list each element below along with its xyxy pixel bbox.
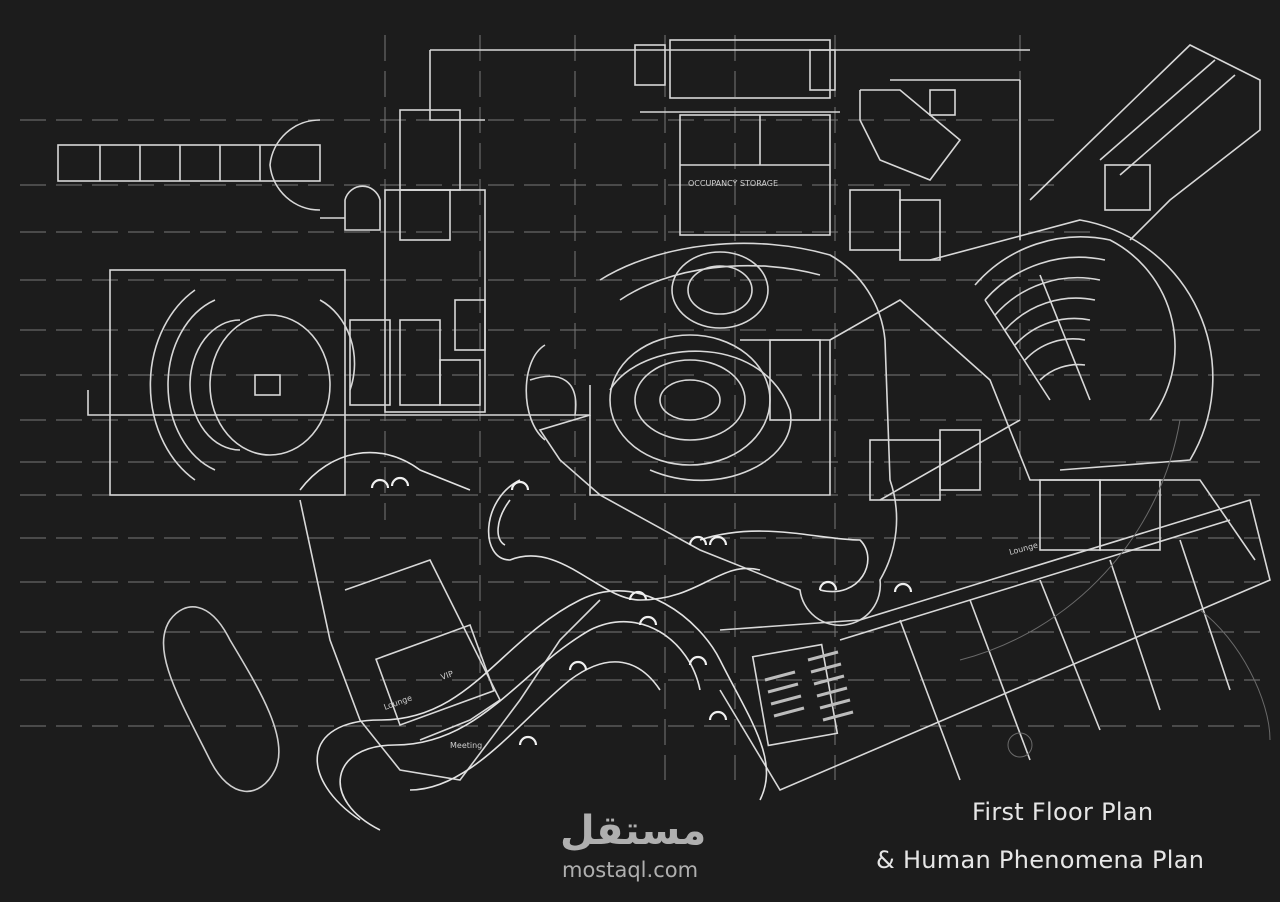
- grid-lines: [20, 35, 1260, 780]
- outer-arc-right: [1199, 609, 1271, 741]
- plan-title-line-1: First Floor Plan: [972, 798, 1154, 826]
- watermark-latin: mostaql.com: [562, 858, 699, 882]
- plan-title-line-2: & Human Phenomena Plan: [876, 846, 1205, 874]
- room-label-occupancy-storage: OCCUPANCY STORAGE: [688, 179, 778, 188]
- room-label-lounge-right: Lounge: [1008, 541, 1039, 557]
- room-label-meeting: Meeting: [450, 741, 482, 750]
- room-label-vip: VIP: [440, 669, 455, 682]
- room-label-lounge: Lounge: [383, 693, 414, 712]
- outer-arc: [959, 419, 1181, 661]
- watermark-arabic: مستقل: [560, 808, 707, 854]
- oval-track: [162, 606, 280, 793]
- circulation-paths: [299, 451, 913, 831]
- building-outline: [57, 39, 1271, 792]
- outer-node: [1007, 732, 1033, 758]
